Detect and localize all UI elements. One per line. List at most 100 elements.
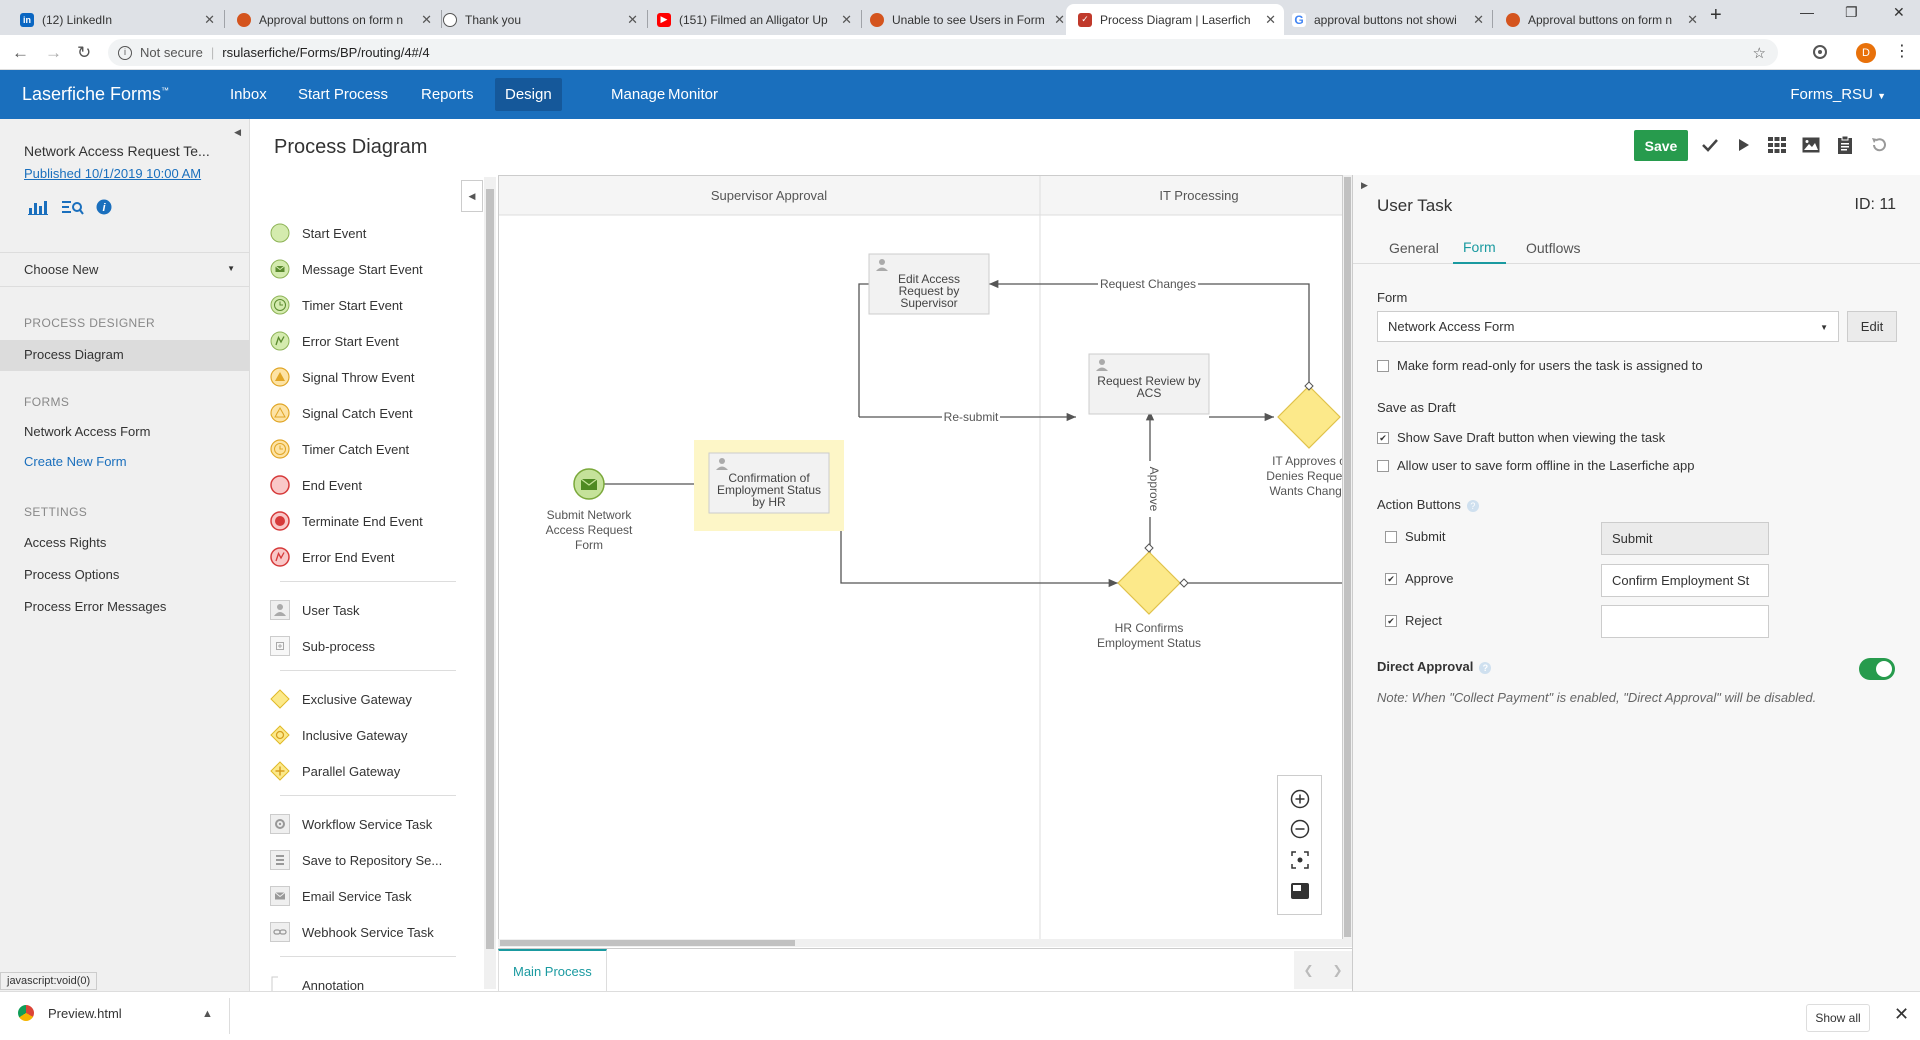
approve-checkbox[interactable]: ✔ (1385, 573, 1397, 585)
collapse-sidebar-icon[interactable]: ◀ (234, 127, 241, 137)
show-all-button[interactable]: Show all (1806, 1004, 1870, 1032)
palette-message-start-event[interactable]: Message Start Event (270, 257, 423, 281)
zoom-out-icon[interactable] (1289, 818, 1311, 840)
nav-start-process[interactable]: Start Process (298, 86, 389, 103)
help-icon[interactable]: ? (1466, 499, 1479, 512)
gateway-it-approves[interactable] (1277, 385, 1341, 449)
nav-inbox[interactable]: Inbox (230, 86, 267, 103)
url-input[interactable]: i Not secure | rsulaserfiche/Forms/BP/ro… (108, 39, 1778, 66)
browser-tab[interactable]: Approval buttons on form n ✕ (1494, 4, 1706, 35)
palette-email-service-task[interactable]: Email Service Task (270, 884, 412, 908)
canvas-vertical-scrollbar[interactable] (1343, 175, 1352, 940)
close-icon[interactable]: ✕ (841, 11, 852, 27)
menu-kebab-icon[interactable]: ⋮ (1894, 43, 1910, 60)
info-icon[interactable]: i (96, 199, 112, 218)
browser-tab[interactable]: Unable to see Users in Form ✕ (858, 4, 1073, 35)
grid-icon[interactable] (1766, 134, 1788, 156)
tab-form[interactable]: Form (1453, 231, 1506, 264)
close-icon[interactable]: ✕ (627, 11, 638, 27)
direct-approval-toggle[interactable] (1859, 658, 1895, 680)
palette-workflow-service-task[interactable]: Workflow Service Task (270, 812, 432, 836)
palette-webhook-service-task[interactable]: Webhook Service Task (270, 920, 434, 944)
choose-new-dropdown[interactable]: Choose New ▼ (0, 252, 249, 287)
zoom-in-icon[interactable] (1289, 788, 1311, 810)
create-new-form-link[interactable]: Create New Form (24, 454, 127, 469)
search-list-icon[interactable] (62, 199, 84, 218)
minimap-icon[interactable] (1289, 880, 1311, 902)
chevron-right-icon[interactable]: ❯ (1332, 963, 1343, 977)
undo-icon[interactable] (1868, 134, 1890, 156)
palette-parallel-gateway[interactable]: Parallel Gateway (270, 759, 400, 783)
nav-reports[interactable]: Reports (421, 86, 474, 103)
gateway-hr-confirms[interactable] (1117, 551, 1181, 615)
close-icon[interactable]: ✕ (1054, 11, 1065, 27)
palette-error-end-event[interactable]: Error End Event (270, 545, 395, 569)
restore-icon[interactable]: ❐ (1845, 4, 1858, 20)
nav-monitor[interactable]: Monitor (668, 86, 719, 103)
palette-signal-catch-event[interactable]: Signal Catch Event (270, 401, 413, 425)
sidebar-item-process-diagram[interactable]: Process Diagram (0, 340, 249, 371)
help-icon[interactable]: ? (1479, 661, 1492, 674)
minimize-icon[interactable]: — (1800, 4, 1814, 20)
palette-end-event[interactable]: End Event (270, 473, 362, 497)
download-item[interactable]: Preview.html (18, 1005, 122, 1021)
profile-avatar[interactable]: D (1856, 43, 1876, 63)
run-play-icon[interactable] (1733, 134, 1755, 156)
close-icon[interactable]: ✕ (1687, 11, 1698, 27)
approve-button-text-input[interactable]: Confirm Employment St (1601, 564, 1769, 597)
tab-main-process[interactable]: Main Process (498, 949, 607, 991)
reject-button-text-input[interactable] (1601, 605, 1769, 638)
submit-checkbox[interactable] (1385, 531, 1397, 543)
palette-exclusive-gateway[interactable]: Exclusive Gateway (270, 687, 412, 711)
reload-icon[interactable]: ↻ (77, 43, 92, 62)
report-chart-icon[interactable] (28, 199, 48, 218)
tab-general[interactable]: General (1389, 239, 1439, 256)
task-confirmation-hr[interactable] (708, 452, 830, 514)
close-icon[interactable]: ✕ (421, 11, 432, 27)
validate-check-icon[interactable] (1699, 134, 1721, 156)
save-button[interactable]: Save (1634, 130, 1688, 161)
start-event-submit[interactable] (573, 468, 605, 500)
offline-checkbox[interactable] (1377, 460, 1389, 472)
browser-tab[interactable]: Approval buttons on form n ✕ (225, 4, 440, 35)
collapse-palette-icon[interactable]: ◀ (461, 180, 483, 212)
palette-save-to-repository[interactable]: Save to Repository Se... (270, 848, 442, 872)
clipboard-icon[interactable] (1834, 134, 1856, 156)
diagram-canvas[interactable]: Supervisor Approval IT Processing Reques… (498, 175, 1343, 940)
close-icon[interactable]: ✕ (1894, 1004, 1910, 1024)
close-icon[interactable]: ✕ (1265, 11, 1276, 27)
submit-button-text-input[interactable]: Submit (1601, 522, 1769, 555)
show-save-draft-checkbox[interactable]: ✔ (1377, 432, 1389, 444)
nav-manage[interactable]: Manage (611, 86, 666, 103)
window-close-icon[interactable]: ✕ (1893, 4, 1905, 20)
chevron-up-icon[interactable]: ▲ (202, 1008, 213, 1020)
task-edit-access-request[interactable] (868, 253, 990, 315)
forward-icon[interactable]: → (45, 43, 62, 62)
palette-sub-process[interactable]: Sub-process (270, 634, 375, 658)
brand-logo[interactable]: Laserfiche Forms™ (22, 84, 170, 104)
reject-checkbox[interactable]: ✔ (1385, 615, 1397, 627)
palette-inclusive-gateway[interactable]: Inclusive Gateway (270, 723, 408, 747)
close-icon[interactable]: ✕ (204, 11, 215, 27)
info-icon[interactable]: i (118, 45, 132, 60)
browser-tab[interactable]: ▶ (151) Filmed an Alligator Up ✕ (645, 4, 860, 35)
published-link[interactable]: Published 10/1/2019 10:00 AM (24, 166, 202, 181)
edit-form-button[interactable]: Edit (1847, 311, 1897, 342)
browser-tab[interactable]: Thank you ✕ (431, 4, 646, 35)
palette-user-task[interactable]: User Task (270, 598, 360, 622)
sidebar-item-access-rights[interactable]: Access Rights (24, 535, 107, 550)
sidebar-item-process-options[interactable]: Process Options (24, 567, 120, 582)
browser-tab[interactable]: G approval buttons not showi ✕ (1280, 4, 1492, 35)
task-request-review[interactable] (1088, 353, 1210, 415)
canvas-horizontal-scrollbar[interactable] (498, 939, 1352, 947)
palette-timer-start-event[interactable]: Timer Start Event (270, 293, 403, 317)
palette-terminate-end-event[interactable]: Terminate End Event (270, 509, 423, 533)
palette-error-start-event[interactable]: Error Start Event (270, 329, 399, 353)
readonly-checkbox[interactable] (1377, 360, 1389, 372)
tab-outflows[interactable]: Outflows (1526, 239, 1581, 256)
form-select[interactable]: Network Access Form ▼ (1377, 311, 1839, 342)
palette-start-event[interactable]: Start Event (270, 221, 366, 245)
new-tab-button[interactable]: + (1710, 4, 1722, 26)
chevron-left-icon[interactable]: ❮ (1303, 963, 1314, 977)
browser-tab-active[interactable]: ✓ Process Diagram | Laserfich ✕ (1066, 4, 1284, 35)
